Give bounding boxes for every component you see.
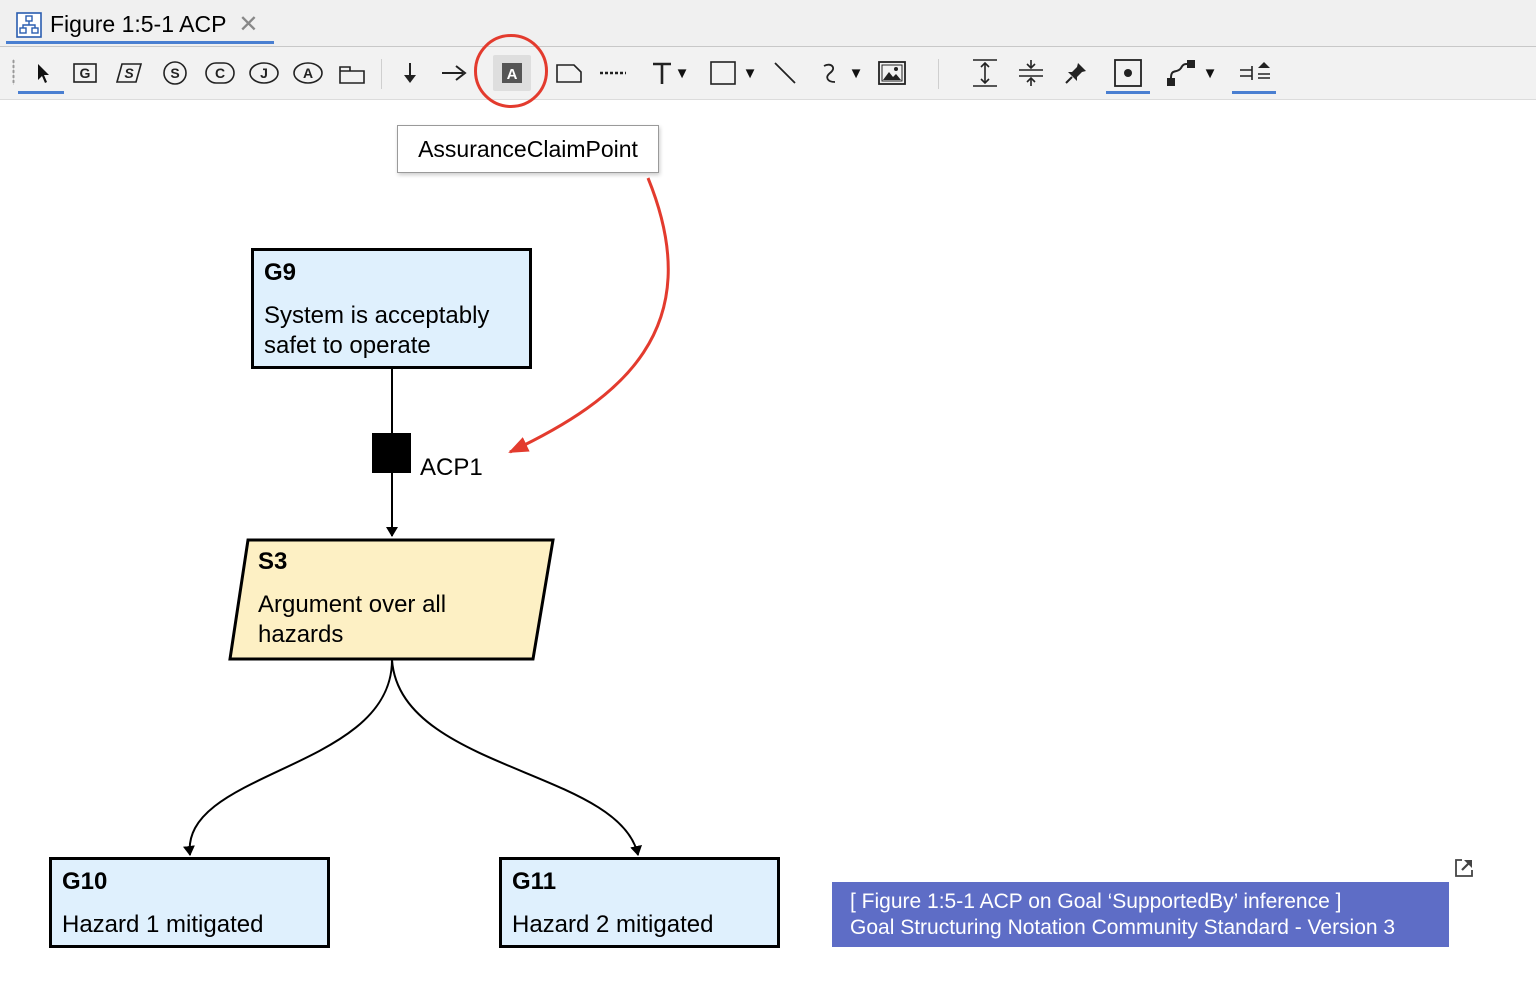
context-icon: C [205,62,235,84]
curve-tool-button[interactable]: ▼ [814,55,868,91]
node-text: System is acceptably safet to operate [264,301,519,361]
assumption-icon: A [293,62,323,84]
connector-dropdown-chevron[interactable]: ▼ [1202,64,1218,82]
highlight-circle [474,34,548,108]
connector-style-icon [1166,60,1195,86]
supported-by-tool-button[interactable] [394,55,426,91]
context-tool-button[interactable]: C [202,55,238,91]
line-icon [774,62,796,84]
svg-text:C: C [215,65,225,81]
node-text-line: System is acceptably [264,302,490,329]
justification-icon: J [249,62,279,84]
diagram-icon [16,11,42,38]
compress-spacing-button[interactable] [1012,55,1050,91]
goal-node-g11[interactable]: G11 Hazard 2 mitigated [499,857,780,948]
svg-text:S: S [170,65,179,81]
solution-tool-button[interactable]: S [158,55,192,91]
select-tool-button[interactable] [26,55,60,91]
compress-space-icon [1019,60,1043,86]
pointer-icon [38,64,49,83]
vertical-space-icon [973,59,997,87]
strategy-node-s3[interactable]: S3 Argument over all hazards [258,548,446,650]
pin-button[interactable] [1058,55,1094,91]
align-layers-icon [1240,62,1270,80]
goal-tool-button[interactable]: G [68,55,102,91]
node-text-line: safet to operate [264,332,431,359]
assumption-tool-button[interactable]: A [290,55,326,91]
rectangle-dropdown-chevron[interactable]: ▼ [742,64,758,82]
center-node-button[interactable] [1108,55,1148,91]
acp-label: ACP1 [420,454,483,481]
strategy-tool-button[interactable]: S [112,55,146,91]
in-context-of-tool-button[interactable] [436,55,472,91]
goal-node-g9[interactable]: G9 System is acceptably safet to operate [251,248,532,369]
node-text: Argument over all hazards [258,590,446,650]
center-box-icon [1114,59,1142,87]
tab-bar: Figure 1:5-1 ACP ✕ [0,0,1536,47]
caption-line: Goal Structuring Notation Community Stan… [850,916,1396,939]
pin-icon [1065,63,1086,84]
caption-line: [ Figure 1:5-1 ACP on Goal ‘SupportedBy’… [850,890,1342,913]
line-tool-button[interactable] [768,55,802,91]
align-layers-button[interactable] [1234,55,1276,91]
tooltip: AssuranceClaimPoint [397,125,659,173]
strategy-shape[interactable] [228,538,555,661]
note-icon [556,64,582,83]
curve-dropdown-chevron[interactable]: ▼ [848,64,864,82]
rectangle-icon [709,61,736,85]
text-icon [652,62,671,84]
svg-text:J: J [260,65,268,81]
assurance-claim-point-marker[interactable] [372,433,411,473]
node-text: Hazard 2 mitigated [512,911,714,938]
toolbar-grip[interactable] [12,59,15,85]
diagram-toolbar: G S S C J A A ▼ ▼ ▼ [0,47,1536,100]
tab-figure[interactable]: Figure 1:5-1 ACP ✕ [6,8,274,44]
node-text-line: Argument over all [258,591,447,618]
supported-by-connector [391,659,642,856]
active-tool-indicator [18,91,64,94]
strategy-icon: S [115,63,143,83]
active-tool-indicator [1232,91,1276,94]
callout-arrow [508,177,670,454]
justification-tool-button[interactable]: J [246,55,282,91]
node-id: S3 [258,548,288,575]
right-arrow-icon [442,65,467,81]
node-id: G11 [512,868,557,895]
module-icon [339,66,365,84]
note-tool-button[interactable] [552,55,586,91]
svg-text:A: A [303,65,313,81]
figure-caption: [ Figure 1:5-1 ACP on Goal ‘SupportedBy’… [832,882,1449,947]
node-text: Hazard 1 mitigated [62,911,264,938]
dashed-line-tool-button[interactable] [596,55,630,91]
solution-icon: S [163,61,187,85]
dashed-line-icon [600,71,626,75]
svg-text:S: S [124,65,134,81]
node-id: G10 [62,868,108,895]
open-external-icon[interactable] [1453,857,1475,879]
close-icon[interactable]: ✕ [238,11,259,38]
active-tool-indicator [1106,91,1150,94]
goal-icon: G [73,63,97,83]
curve-icon [823,63,835,83]
image-tool-button[interactable] [874,55,910,91]
tab-title: Figure 1:5-1 ACP [50,11,227,37]
text-tool-button[interactable]: ▼ [644,55,694,91]
expand-spacing-button[interactable] [966,55,1004,91]
supported-by-connector [183,659,393,856]
node-text-line: hazards [258,621,344,648]
toolbar-separator [938,59,939,89]
module-tool-button[interactable] [334,55,370,91]
node-id: G9 [264,259,297,286]
text-dropdown-chevron[interactable]: ▼ [674,64,690,82]
svg-text:G: G [80,65,91,81]
goal-node-g10[interactable]: G10 Hazard 1 mitigated [49,857,330,948]
down-arrow-icon [404,63,416,83]
toolbar-separator [381,59,382,89]
image-icon [878,61,906,85]
connector-style-button[interactable]: ▼ [1160,55,1222,91]
rectangle-tool-button[interactable]: ▼ [706,55,760,91]
